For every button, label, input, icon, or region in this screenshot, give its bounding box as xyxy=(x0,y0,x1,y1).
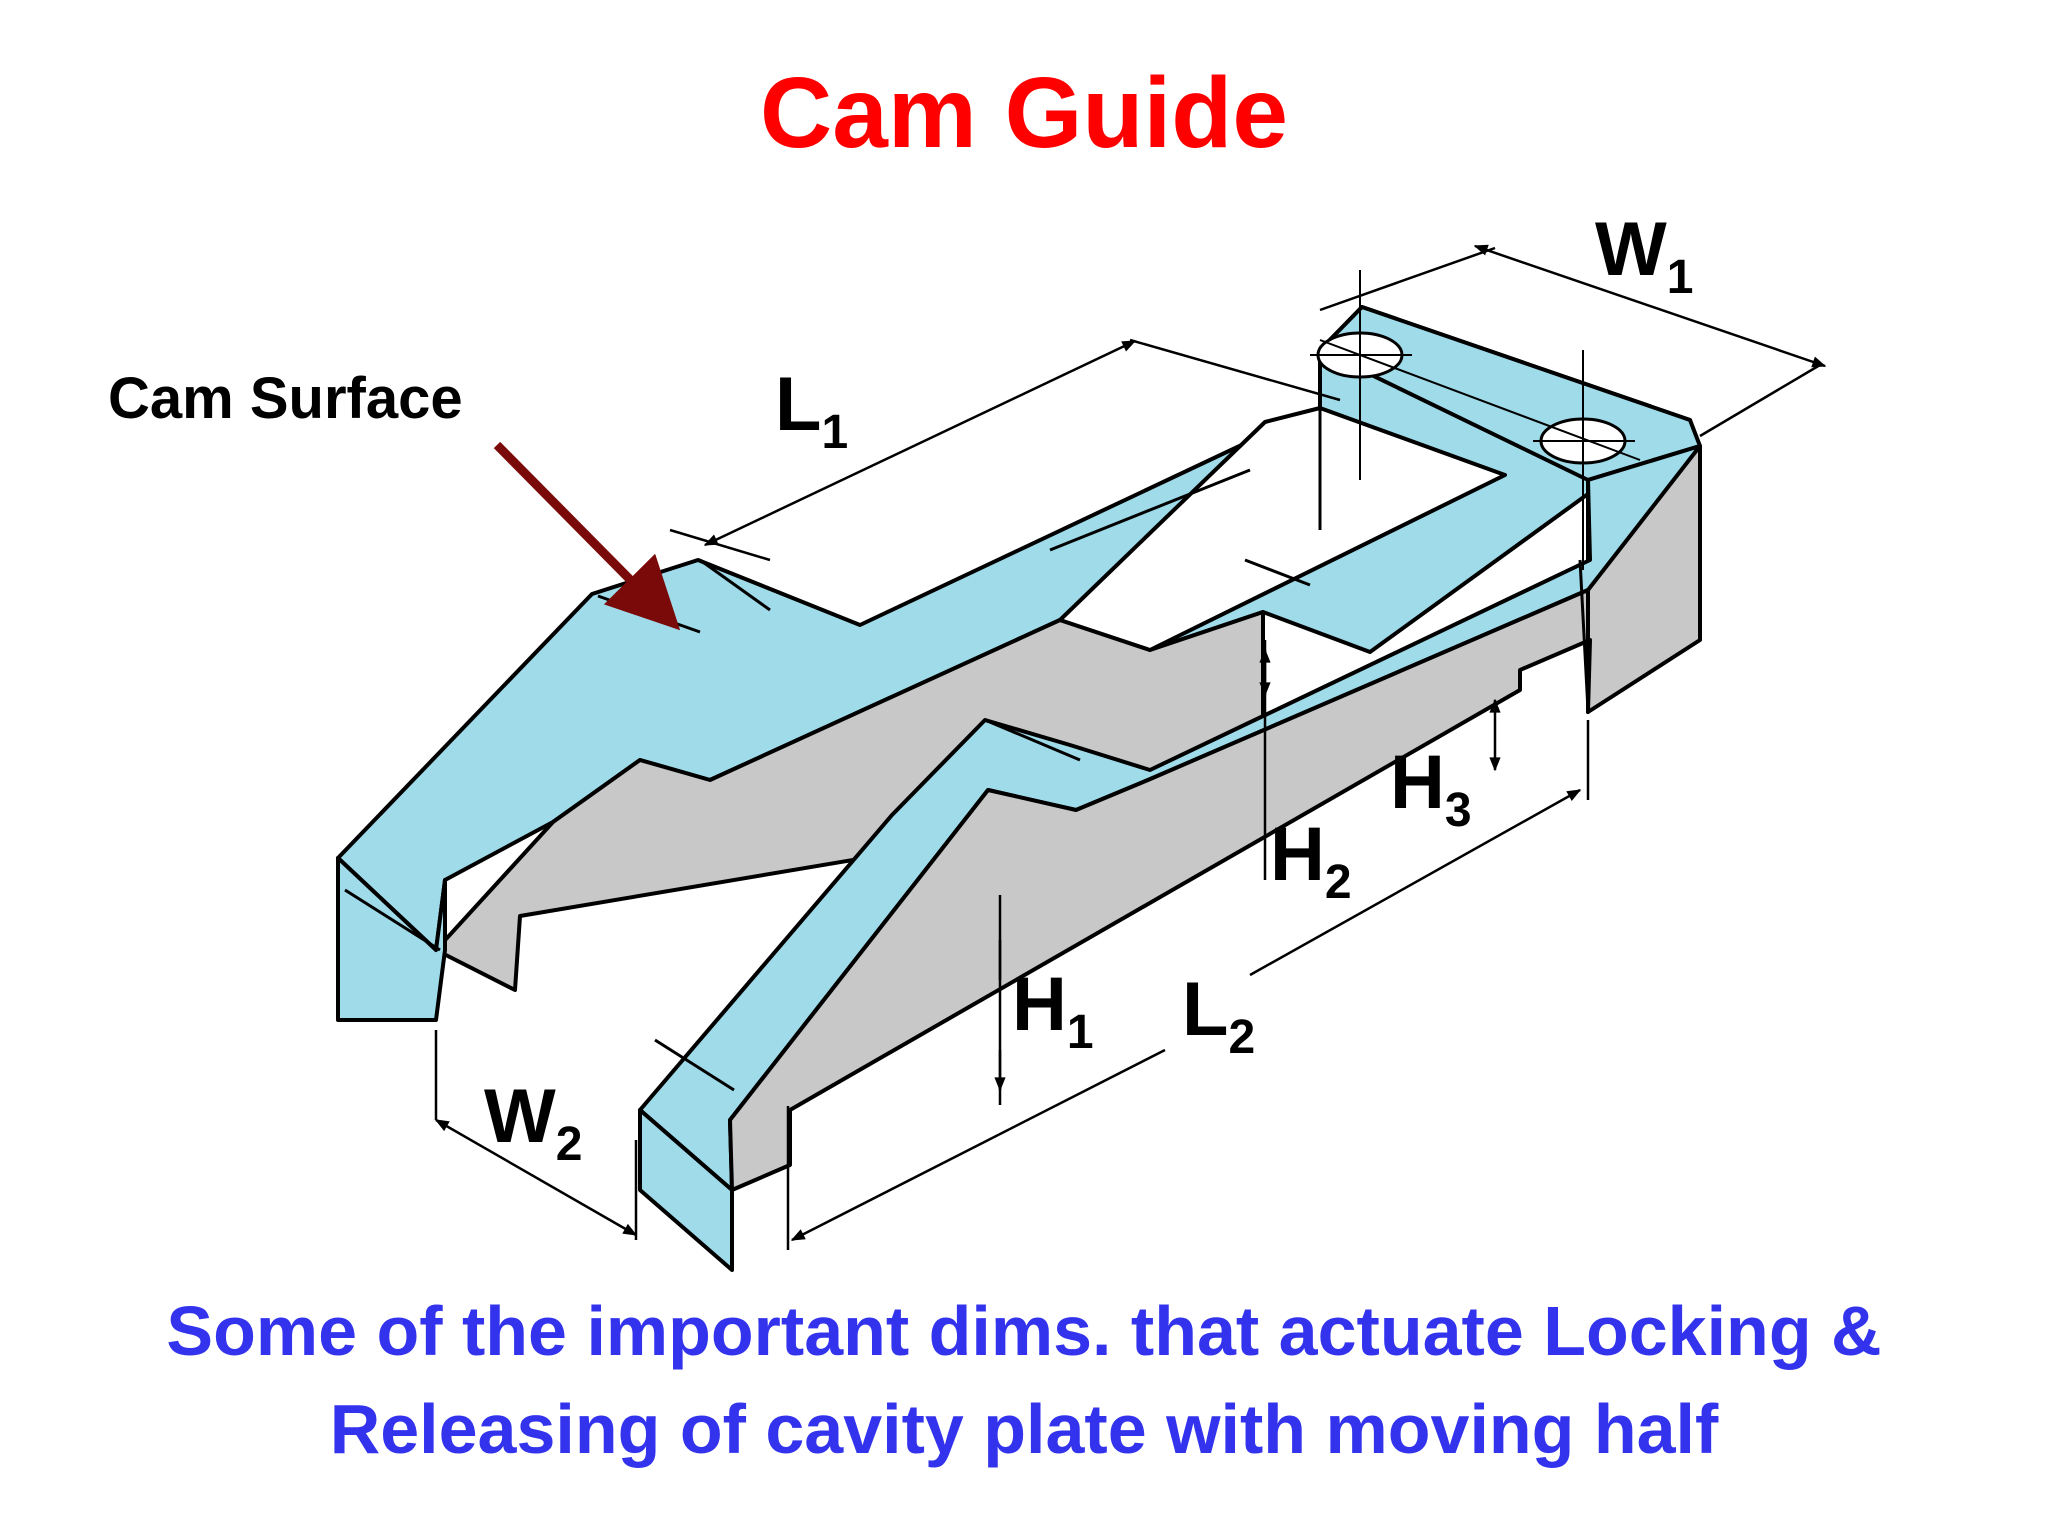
caption: Some of the important dims. that actuate… xyxy=(0,1282,2048,1478)
cam-surface-label: Cam Surface xyxy=(108,366,463,431)
dim-label-l1: L1 xyxy=(775,362,848,459)
l2-dimension-line-b xyxy=(1249,788,1582,977)
dim-label-w1-main: W xyxy=(1595,207,1667,292)
cam-surface-callout-arrow xyxy=(493,441,681,631)
w1-dimension-line xyxy=(1473,244,1827,368)
l1-dimension-line xyxy=(703,339,1137,547)
dim-label-h2-sub: 2 xyxy=(1325,856,1352,909)
dim-label-h3-main: H xyxy=(1390,740,1445,825)
edge-details xyxy=(344,408,1590,1092)
dim-label-h2: H2 xyxy=(1270,812,1352,909)
dim-label-l1-main: L xyxy=(775,362,821,447)
guide-slot xyxy=(1058,406,1507,652)
dim-label-l2-main: L xyxy=(1182,967,1228,1052)
dim-label-w2-sub: 2 xyxy=(556,1118,583,1171)
mounting-holes xyxy=(1310,270,1641,570)
l1-extension-a xyxy=(669,528,771,562)
cam-guide-body xyxy=(336,305,1702,1272)
w1-extension-a xyxy=(1319,246,1496,312)
back-arm-end-face xyxy=(336,856,447,1022)
l2-dimension-line-a xyxy=(790,1048,1166,1242)
l1-extension-b xyxy=(1129,338,1341,402)
dim-label-h2-main: H xyxy=(1270,812,1325,897)
diagram-title: Cam Guide xyxy=(760,57,1288,169)
dim-label-w2-main: W xyxy=(484,1074,556,1159)
dim-label-h3-sub: 3 xyxy=(1445,784,1472,837)
caption-line-1: Some of the important dims. that actuate… xyxy=(166,1292,1882,1370)
dimension-lines xyxy=(434,244,1827,1250)
dim-label-w1-sub: 1 xyxy=(1667,251,1694,304)
dimension-labels: W1 L1 H3 H2 H1 L2 W2 xyxy=(484,207,1693,1171)
dim-label-h1: H1 xyxy=(1012,962,1094,1059)
dim-label-h1-sub: 1 xyxy=(1067,1006,1094,1059)
w1-extension-b xyxy=(1699,363,1821,438)
dim-label-l2: L2 xyxy=(1182,967,1255,1064)
back-arm-side-face xyxy=(434,610,1265,992)
w2-dimension-line xyxy=(434,1118,638,1237)
dim-label-l2-sub: 2 xyxy=(1228,1011,1255,1064)
dim-label-h3: H3 xyxy=(1390,740,1472,837)
dim-label-l1-sub: 1 xyxy=(821,406,848,459)
front-arm-end-face xyxy=(638,1108,734,1272)
front-arm-side-face xyxy=(728,588,1592,1192)
dim-label-w1: W1 xyxy=(1595,207,1693,304)
caption-line-2: Releasing of cavity plate with moving ha… xyxy=(329,1390,1719,1468)
dim-label-w2: W2 xyxy=(484,1074,582,1171)
dim-label-h1-main: H xyxy=(1012,962,1067,1047)
